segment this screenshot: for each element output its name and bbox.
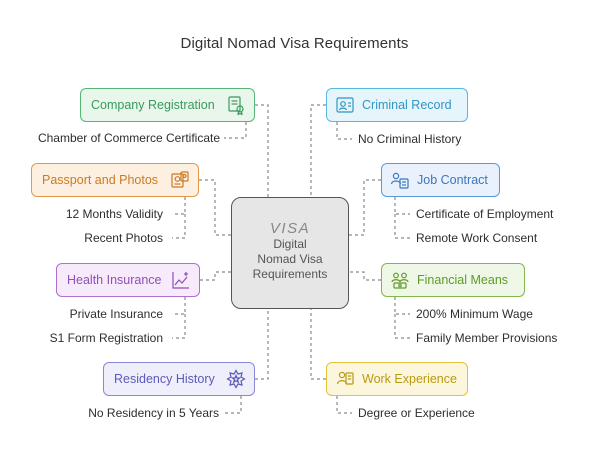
node-health-insurance: Health Insurance <box>56 263 200 297</box>
node-label: Financial Means <box>417 273 509 287</box>
node-criminal-record: Criminal Record <box>326 88 468 122</box>
item-remote-work-consent: Remote Work Consent <box>416 231 538 245</box>
experience-icon <box>336 371 354 385</box>
contract-icon <box>390 172 409 189</box>
health-chart-icon <box>172 272 189 289</box>
node-residency-history: Residency History <box>103 362 255 396</box>
node-label: Residency History <box>114 372 215 386</box>
item-private-insurance: Private Insurance <box>69 307 163 321</box>
item-no-criminal-history: No Criminal History <box>358 132 462 146</box>
item-certificate-employment: Certificate of Employment <box>416 207 554 221</box>
node-label: Passport and Photos <box>42 173 159 187</box>
badge-star-icon <box>226 369 246 389</box>
money-people-icon <box>391 272 409 289</box>
node-company-registration: Company Registration <box>80 88 255 122</box>
node-work-experience: Work Experience <box>326 362 468 396</box>
node-financial-means: Financial Means <box>381 263 525 297</box>
node-label: Work Experience <box>362 372 457 386</box>
node-passport-photos: Passport and Photos <box>31 163 199 197</box>
item-family-member-provisions: Family Member Provisions <box>416 331 558 345</box>
item-s1-form-registration: S1 Form Registration <box>49 331 163 345</box>
item-200-minimum-wage: 200% Minimum Wage <box>416 307 533 321</box>
id-record-icon <box>336 97 354 113</box>
item-12-months-validity: 12 Months Validity <box>65 207 163 221</box>
diagram-title: Digital Nomad Visa Requirements <box>180 35 409 52</box>
center-line: Nomad Visa <box>257 252 323 266</box>
certificate-icon <box>228 96 244 115</box>
item-degree-or-experience: Degree or Experience <box>358 406 475 420</box>
visa-badge: VISA <box>269 220 311 237</box>
node-label: Criminal Record <box>362 98 452 112</box>
center-node: VISA Digital Nomad Visa Requirements <box>231 197 349 309</box>
node-label: Health Insurance <box>67 273 162 287</box>
center-line: Requirements <box>252 267 328 281</box>
node-label: Company Registration <box>91 98 215 112</box>
item-no-residency-5-years: No Residency in 5 Years <box>88 406 219 420</box>
item-recent-photos: Recent Photos <box>84 231 163 245</box>
node-label: Job Contract <box>417 173 488 187</box>
node-job-contract: Job Contract <box>381 163 500 197</box>
passport-icon <box>171 171 189 188</box>
center-line: Digital <box>273 237 307 251</box>
item-chamber-certificate: Chamber of Commerce Certificate <box>37 131 220 145</box>
